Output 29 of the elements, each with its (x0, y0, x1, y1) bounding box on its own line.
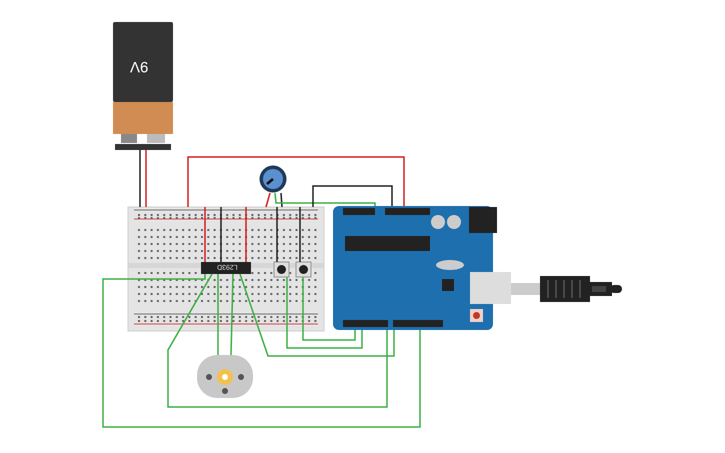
usb-cable (511, 283, 540, 295)
wire (167, 274, 388, 408)
wire (302, 277, 356, 341)
wire (187, 156, 405, 207)
wire (220, 207, 222, 262)
wire (312, 185, 393, 207)
wire (230, 274, 234, 356)
push-button (274, 262, 289, 277)
motor-driver-chip (201, 262, 251, 274)
wire (276, 207, 278, 262)
wire (145, 150, 147, 207)
breadboard (128, 207, 324, 331)
battery (113, 22, 173, 150)
wire (204, 207, 206, 262)
wire (286, 277, 363, 349)
wire (245, 207, 247, 262)
wire (274, 192, 376, 206)
wire (265, 192, 271, 208)
wire (217, 274, 219, 355)
voltage-label: 9V (130, 58, 148, 75)
microcontroller-board-drawing (333, 206, 511, 330)
wire (139, 150, 141, 207)
push-button (296, 262, 311, 277)
wire (102, 274, 421, 428)
dc-motor (197, 355, 253, 398)
potentiometer (259, 165, 287, 193)
wire (280, 192, 283, 208)
wire (239, 274, 395, 357)
wire (299, 207, 301, 262)
